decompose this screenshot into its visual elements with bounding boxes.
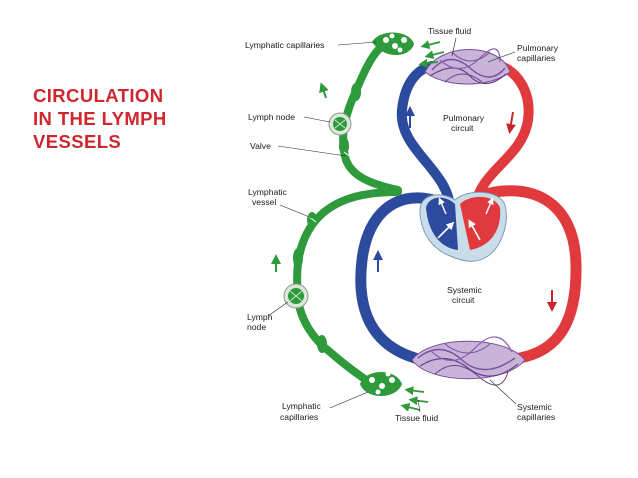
label-lymphatic-vessel-1: Lymphatic (248, 187, 288, 197)
label-lymph-node-top: Lymph node (248, 112, 295, 122)
label-lymphatic-capillaries-bottom-1: Lymphatic (282, 401, 322, 411)
pulmonary-vein (470, 61, 534, 215)
label-systemic-circuit-1: Systemic (447, 285, 483, 295)
tissue-fluid-arrow-bottom-3 (400, 402, 421, 412)
leader-lines (267, 37, 517, 413)
label-pulmonary-capillaries-2: capillaries (517, 53, 555, 63)
tissue-fluid-arrow-top-3 (418, 58, 439, 68)
pulmonary-capillaries (424, 48, 511, 85)
lymphatic-capillaries-top (372, 32, 414, 55)
label-pulmonary-circuit-2: circuit (451, 123, 474, 133)
systemic-capillaries (411, 336, 526, 386)
tissue-fluid-arrow-top-2 (424, 50, 445, 60)
systemic-vein (355, 192, 446, 364)
tissue-fluid-arrow-bottom-1 (404, 386, 425, 396)
lymph-node-bottom (283, 283, 309, 309)
title-line-3: VESSELS (33, 131, 122, 152)
label-valve: Valve (250, 141, 271, 151)
title-line-2: IN THE LYMPH (33, 108, 167, 129)
label-systemic-capillaries-2: capillaries (517, 412, 555, 422)
heart (419, 191, 507, 262)
label-tissue-fluid-top: Tissue fluid (428, 26, 471, 36)
lymph-flow-arrow-1 (319, 82, 329, 99)
lymphatic-capillaries-bottom (360, 371, 402, 396)
tissue-fluid-arrow-bottom-2 (408, 396, 429, 406)
label-lymph-node-bottom-1: Lymph (247, 312, 273, 322)
lymphatic-system (271, 32, 445, 412)
lymph-node-top (328, 112, 352, 136)
pulmonary-artery (396, 61, 455, 215)
label-lymphatic-capillaries-top: Lymphatic capillaries (245, 40, 324, 50)
label-systemic-circuit-2: circuit (452, 295, 475, 305)
flow-arrow-pulmonary-red (506, 111, 516, 134)
label-lymphatic-vessel-2: vessel (252, 197, 276, 207)
label-tissue-fluid-bottom: Tissue fluid (395, 413, 438, 423)
label-lymphatic-capillaries-bottom-2: capillaries (280, 412, 318, 422)
systemic-artery (472, 185, 582, 364)
tissue-fluid-arrow-top-1 (420, 40, 441, 50)
slide-title: CIRCULATION IN THE LYMPH VESSELS (33, 84, 233, 153)
label-lymph-node-bottom-2: node (247, 322, 266, 332)
label-pulmonary-capillaries-1: Pulmonary (517, 43, 559, 53)
label-systemic-capillaries-1: Systemic (517, 402, 553, 412)
label-pulmonary-circuit-1: Pulmonary (443, 113, 485, 123)
title-line-1: CIRCULATION (33, 85, 164, 106)
